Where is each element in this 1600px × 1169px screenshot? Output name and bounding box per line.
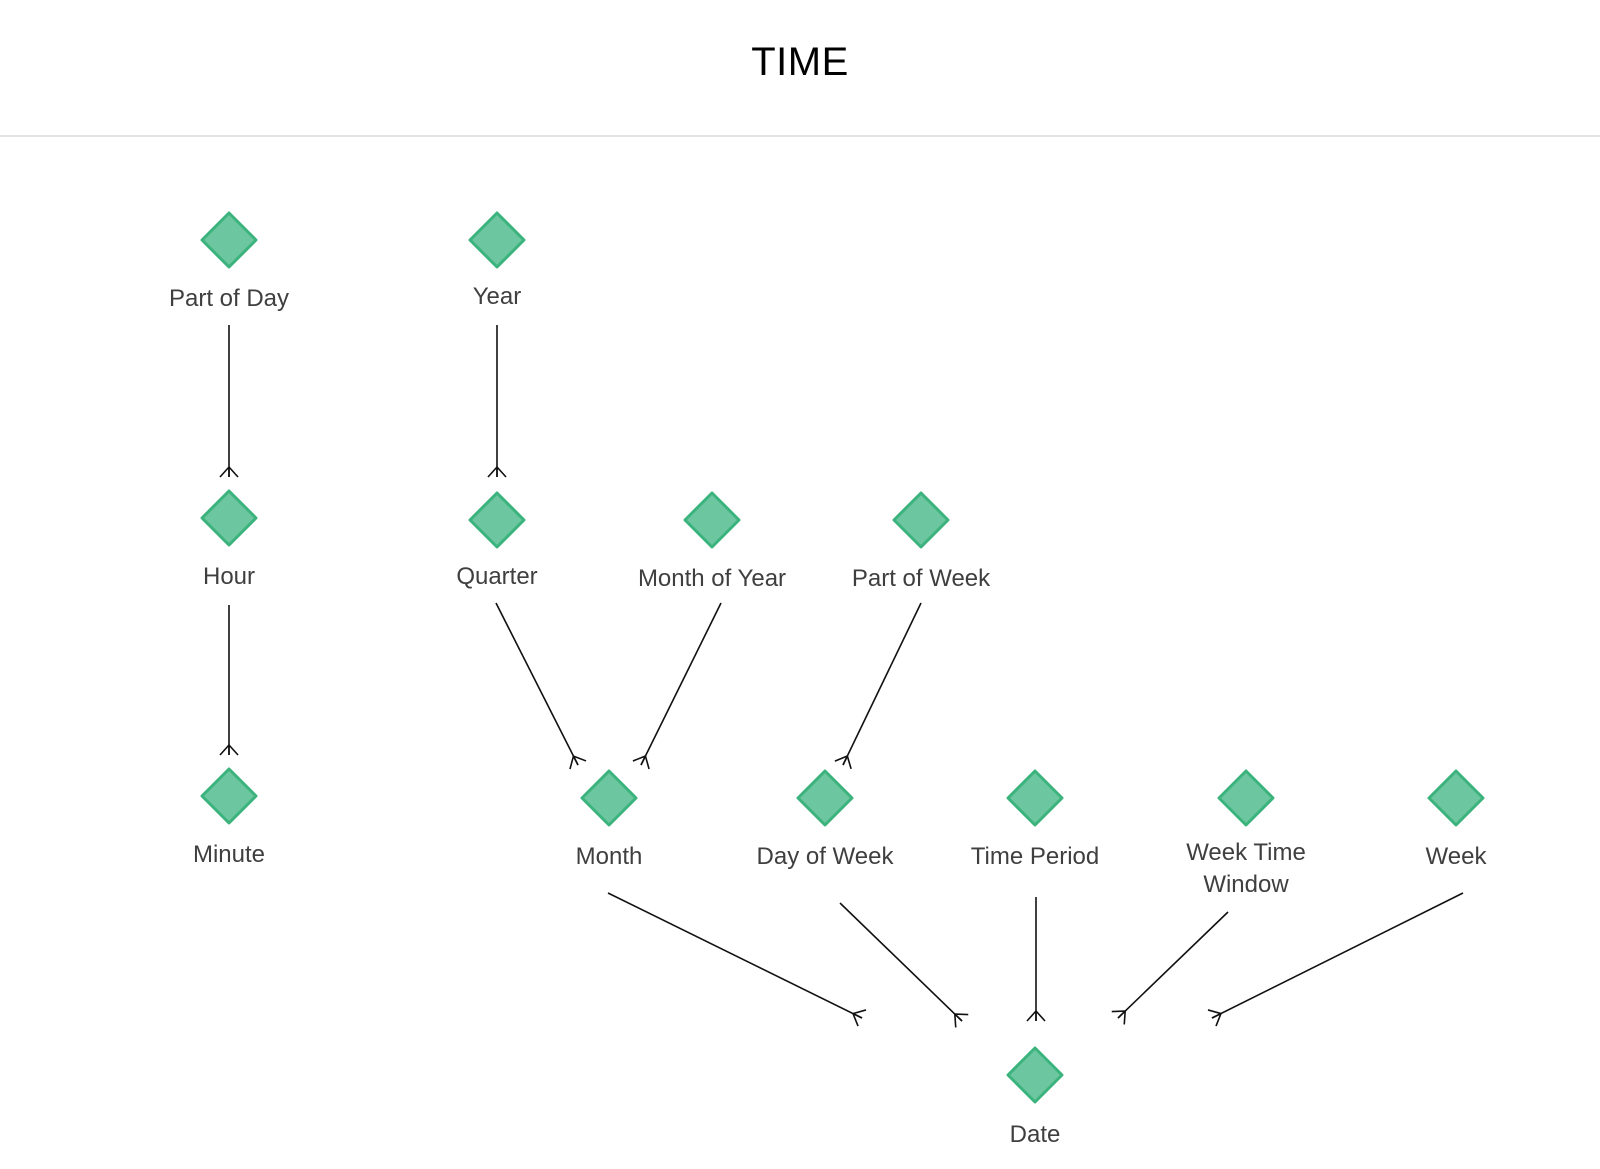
diamond-node-icon [200,211,258,269]
header: TIME [0,0,1600,137]
edge-part-of-week-to-day-of-week [834,602,922,770]
edge-line [495,602,579,766]
diamond-node-icon [892,491,950,549]
crows-foot-icon [487,466,507,478]
node-month[interactable]: Month [576,769,643,870]
diamond-node-icon [200,767,258,825]
node-label: Week [1426,843,1488,870]
crows-foot-icon [219,744,239,756]
node-minute[interactable]: Minute [193,767,265,868]
node-label: Minute [193,841,265,868]
node-part-of-day[interactable]: Part of Day [169,211,289,312]
edge-year-to-quarter [487,325,507,478]
node-label: Part of Week [852,565,991,592]
crows-foot-icon [954,1013,969,1028]
edges-layer [219,325,1464,1028]
diamond-node-icon [200,489,258,547]
edge-line [839,902,963,1022]
diamond-node-icon [468,211,526,269]
crows-foot-icon [1111,1010,1126,1025]
crows-foot-icon [632,755,650,770]
node-label: Month of Year [638,565,786,592]
crows-foot-icon [1207,1009,1222,1027]
node-label: Day of Week [757,843,895,870]
edge-month-of-year-to-month [632,602,722,770]
node-date[interactable]: Date [1006,1046,1064,1148]
edge-week-to-date [1207,892,1464,1027]
node-label: Year [473,283,522,310]
node-week[interactable]: Week [1426,769,1488,870]
edge-day-of-week-to-date [839,902,969,1028]
edge-line [1211,892,1464,1019]
diamond-node-icon [1427,769,1485,827]
edge-month-to-date [607,892,867,1027]
edge-hour-to-minute [219,605,239,756]
edge-part-of-day-to-hour [219,325,239,478]
node-label: Quarter [456,563,537,590]
node-part-of-week[interactable]: Part of Week [852,491,991,592]
edge-line [842,602,922,766]
node-label: Date [1010,1121,1061,1148]
edge-line [607,892,863,1019]
node-quarter[interactable]: Quarter [456,491,538,590]
diamond-node-icon [1006,1046,1064,1104]
node-hour[interactable]: Hour [200,489,258,590]
edge-line [1117,911,1229,1019]
crows-foot-icon [834,755,852,770]
node-year[interactable]: Year [468,211,526,310]
node-month-of-year[interactable]: Month of Year [638,491,786,592]
diamond-node-icon [796,769,854,827]
diamond-node-icon [683,491,741,549]
diamond-node-icon [1217,769,1275,827]
edge-line [640,602,722,766]
node-day-of-week[interactable]: Day of Week [757,769,895,870]
crows-foot-icon [219,466,239,478]
node-label: Time Period [971,843,1099,870]
crows-foot-icon [569,755,587,770]
edge-week-time-window-to-date [1111,911,1229,1025]
diamond-node-icon [1006,769,1064,827]
crows-foot-icon [1026,1010,1046,1022]
node-label: Hour [203,563,255,590]
crows-foot-icon [852,1009,867,1027]
diamond-node-icon [580,769,638,827]
node-label: Month [576,843,643,870]
page-title: TIME [751,40,849,84]
edge-quarter-to-month [495,602,587,770]
edge-time-period-to-date [1026,897,1046,1022]
node-time-period[interactable]: Time Period [971,769,1099,870]
node-label: Part of Day [169,285,289,312]
diamond-node-icon [468,491,526,549]
